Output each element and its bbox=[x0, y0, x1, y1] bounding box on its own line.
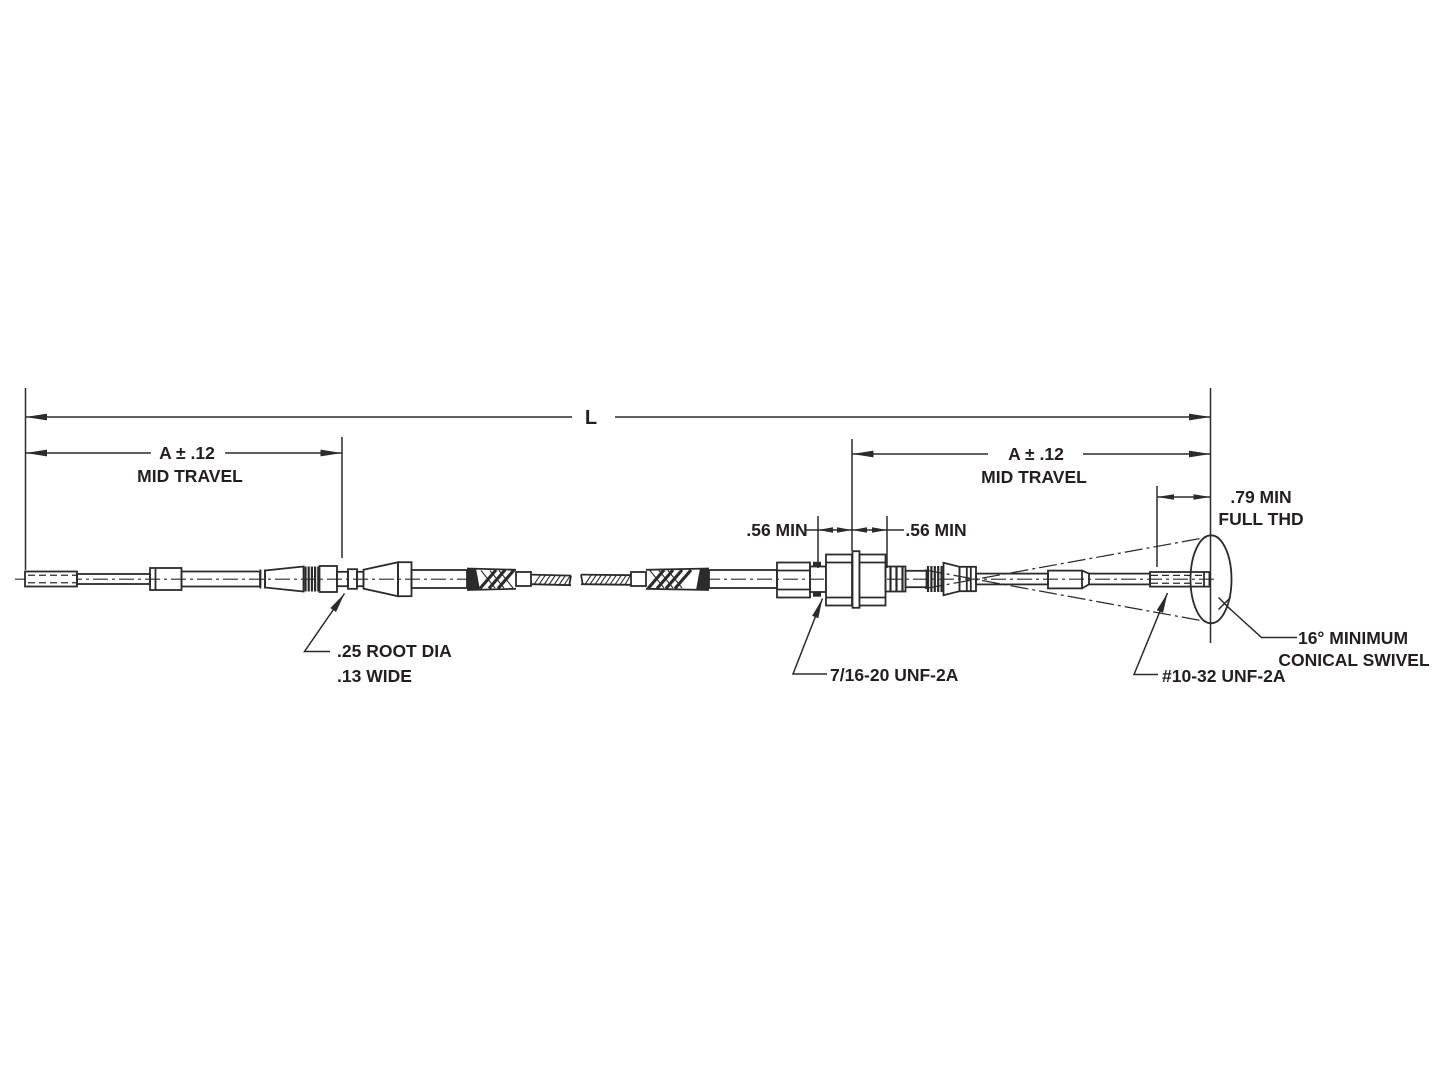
swivel-callout-line2: CONICAL SWIVEL bbox=[1278, 650, 1430, 670]
right-engagement-label: .56 MIN bbox=[905, 520, 966, 540]
groove-callout-line1: .25 ROOT DIA bbox=[337, 641, 452, 661]
bulkhead-thread-label: 7/16-20 UNF-2A bbox=[830, 665, 959, 685]
cone-lower-line bbox=[924, 569, 1207, 623]
rod-end-thread-label: #10-32 UNF-2A bbox=[1162, 666, 1286, 686]
right-mid-travel-dim: A ± .12 bbox=[1008, 444, 1064, 464]
right-swage-wrap bbox=[630, 567, 778, 591]
dimensions: L A ± .12 MID TRAVEL A ± .12 MID TRAVEL … bbox=[24, 388, 1304, 643]
left-mid-travel-dim: A ± .12 bbox=[159, 443, 215, 463]
swivel-callout-line1: 16° MINIMUM bbox=[1298, 628, 1408, 648]
cone-upper-line bbox=[924, 536, 1207, 590]
left-mid-travel-label: MID TRAVEL bbox=[137, 466, 243, 486]
groove-callout: .25 ROOT DIA .13 WIDE bbox=[303, 593, 452, 686]
full-thread-line2: FULL THD bbox=[1218, 509, 1303, 529]
rod-end-thread-callout: #10-32 UNF-2A bbox=[1132, 592, 1286, 686]
dimension-full-thread: .79 MIN FULL THD bbox=[1157, 487, 1304, 529]
washer bbox=[851, 550, 861, 609]
bulkhead-thread-callout: 7/16-20 UNF-2A bbox=[791, 598, 959, 685]
cable-break-section bbox=[530, 573, 632, 587]
dimension-overall-length: L bbox=[25, 407, 1211, 429]
full-thread-line1: .79 MIN bbox=[1230, 487, 1291, 507]
cable-assembly bbox=[15, 534, 1233, 625]
overall-length-label: L bbox=[585, 407, 597, 429]
left-swage-wrap bbox=[466, 567, 532, 591]
left-engagement-label: .56 MIN bbox=[746, 520, 807, 540]
dimension-left-engagement: .56 MIN bbox=[746, 520, 852, 540]
groove-callout-line2: .13 WIDE bbox=[337, 666, 412, 686]
leader-callouts: .25 ROOT DIA .13 WIDE 7/16-20 UNF-2A #10… bbox=[303, 592, 1430, 686]
right-mid-travel-label: MID TRAVEL bbox=[981, 467, 1087, 487]
bulkhead-fitting bbox=[776, 550, 928, 609]
rod-end-threads bbox=[1149, 571, 1211, 588]
left-groove-fitting bbox=[259, 561, 468, 598]
dimension-right-engagement: .56 MIN bbox=[852, 520, 967, 540]
dimension-left-mid-travel: A ± .12 MID TRAVEL bbox=[25, 443, 342, 486]
swivel-callout: 16° MINIMUM CONICAL SWIVEL bbox=[1227, 606, 1430, 670]
dimension-right-mid-travel: A ± .12 MID TRAVEL bbox=[852, 444, 1211, 487]
